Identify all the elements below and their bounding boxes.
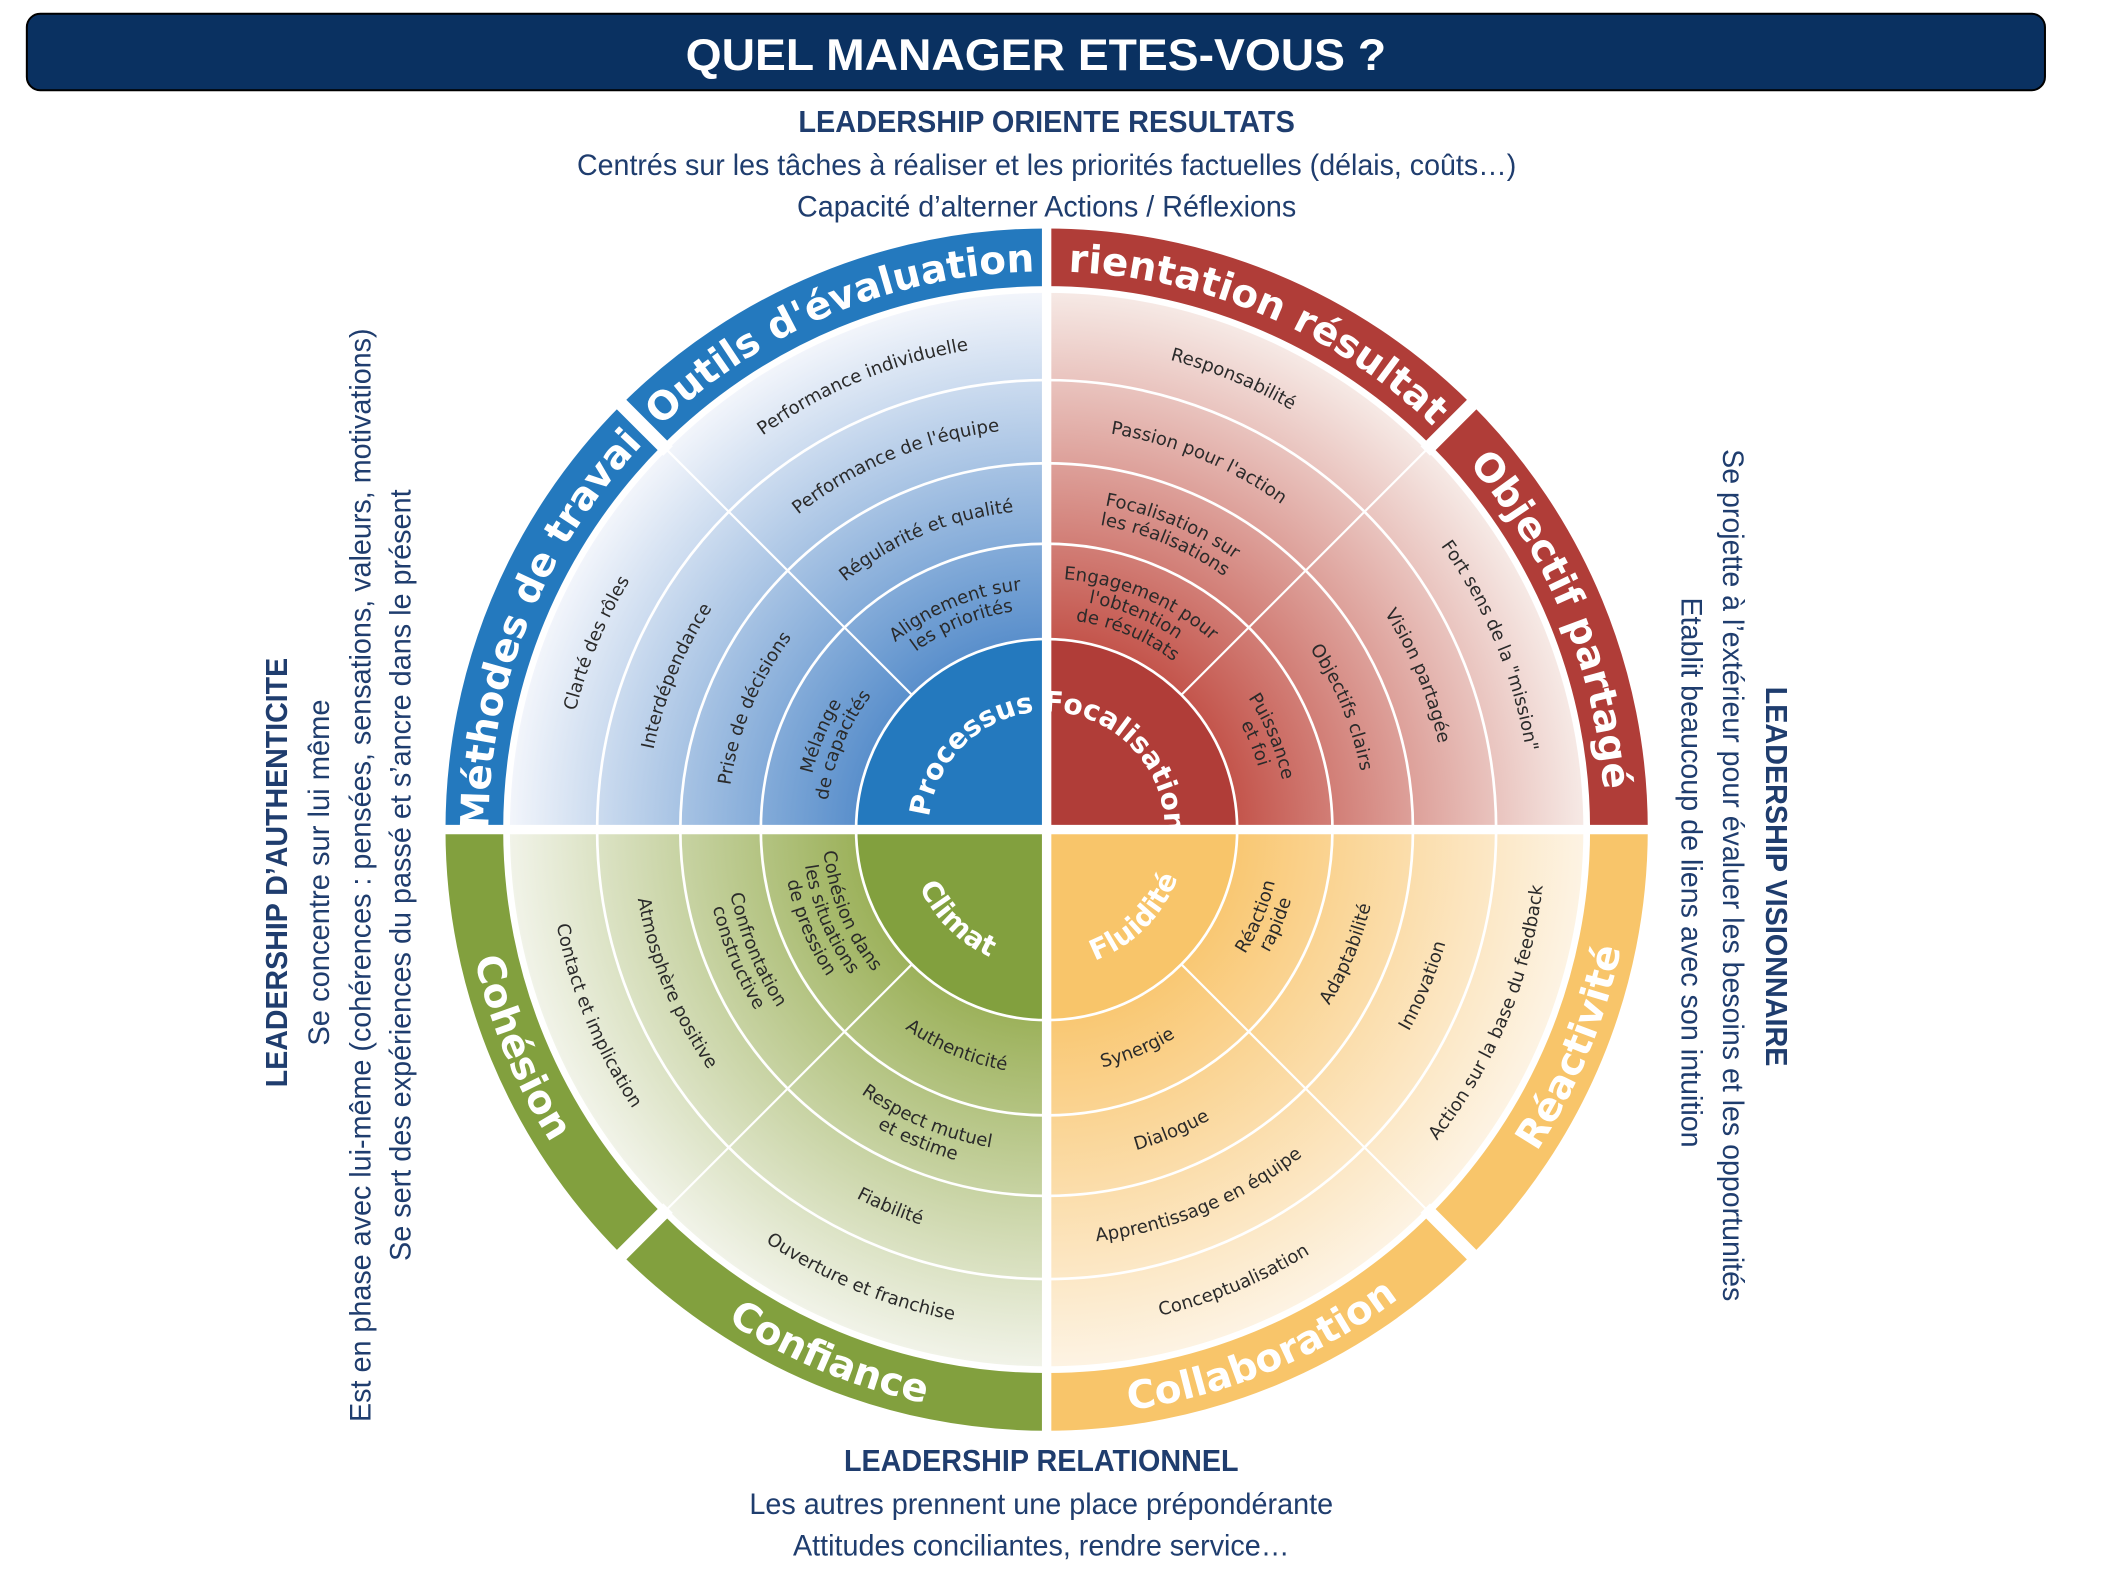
top-caption-title: LEADERSHIP ORIENTE RESULTATS [798, 104, 1294, 139]
core-top-left [856, 639, 1047, 830]
radial-divider [666, 963, 913, 1210]
top-caption: LEADERSHIP ORIENTE RESULTATS Centrés sur… [577, 104, 1516, 224]
header-banner: QUEL MANAGER ETES-VOUS ? [25, 12, 2046, 92]
band-segment-top-right-0 [1046, 228, 1472, 446]
core-bottom-left [856, 829, 1047, 1021]
band-segment-bottom-right-0 [1430, 829, 1648, 1255]
top-caption-line2: Capacité d’alterner Actions / Réflexions [797, 190, 1296, 223]
left-caption: LEADERSHIP D’AUTHENTICITE Se concentre s… [259, 328, 417, 1422]
radial-divider [666, 449, 913, 696]
leadership-wheel: Méthodes de travailOutils d'évaluationPr… [445, 228, 1648, 1431]
right-caption-line1: Se projette à l’extérieur pour évaluer l… [1716, 449, 1749, 1301]
bottom-caption-line2: Attitudes conciliantes, rendre service… [793, 1530, 1289, 1563]
core-top-right [1046, 639, 1238, 830]
left-caption-line1: Se concentre sur lui même [303, 699, 336, 1045]
bottom-caption-title: LEADERSHIP RELATIONNEL [844, 1443, 1238, 1478]
right-caption-title: LEADERSHIP VISIONNAIRE [1759, 687, 1794, 1067]
left-caption-line3: Se sert des expériences du passé et s’an… [385, 489, 418, 1261]
band-gap [613, 395, 673, 456]
band-gap [1420, 395, 1481, 456]
bottom-caption: LEADERSHIP RELATIONNEL Les autres prenne… [749, 1443, 1333, 1563]
band-segment-bottom-left-1 [445, 829, 663, 1255]
band-segment-top-left-1 [621, 228, 1047, 446]
top-caption-line1: Centrés sur les tâches à réaliser et les… [577, 149, 1516, 182]
band-segment-bottom-right-1 [1046, 1213, 1472, 1431]
band-gap [613, 1203, 673, 1264]
radial-divider [1180, 963, 1427, 1210]
left-caption-line2: Est en phase avec lui-même (cohérences :… [344, 328, 377, 1422]
page-title: QUEL MANAGER ETES-VOUS ? [686, 31, 1386, 80]
bottom-caption-line1: Les autres prennent une place prépondéra… [749, 1488, 1333, 1521]
band-gap [1420, 1203, 1481, 1264]
band-segment-top-right-1 [1430, 404, 1648, 830]
band-segment-top-left-0 [445, 404, 663, 830]
radial-divider [1180, 449, 1427, 696]
band-segment-bottom-left-0 [621, 1213, 1047, 1431]
left-caption-title: LEADERSHIP D’AUTHENTICITE [259, 658, 294, 1087]
right-caption: LEADERSHIP VISIONNAIRE Se projette à l’e… [1674, 449, 1794, 1301]
right-caption-line2: Etablit beaucoup de liens avec son intui… [1674, 597, 1707, 1147]
core-bottom-right [1046, 829, 1238, 1021]
